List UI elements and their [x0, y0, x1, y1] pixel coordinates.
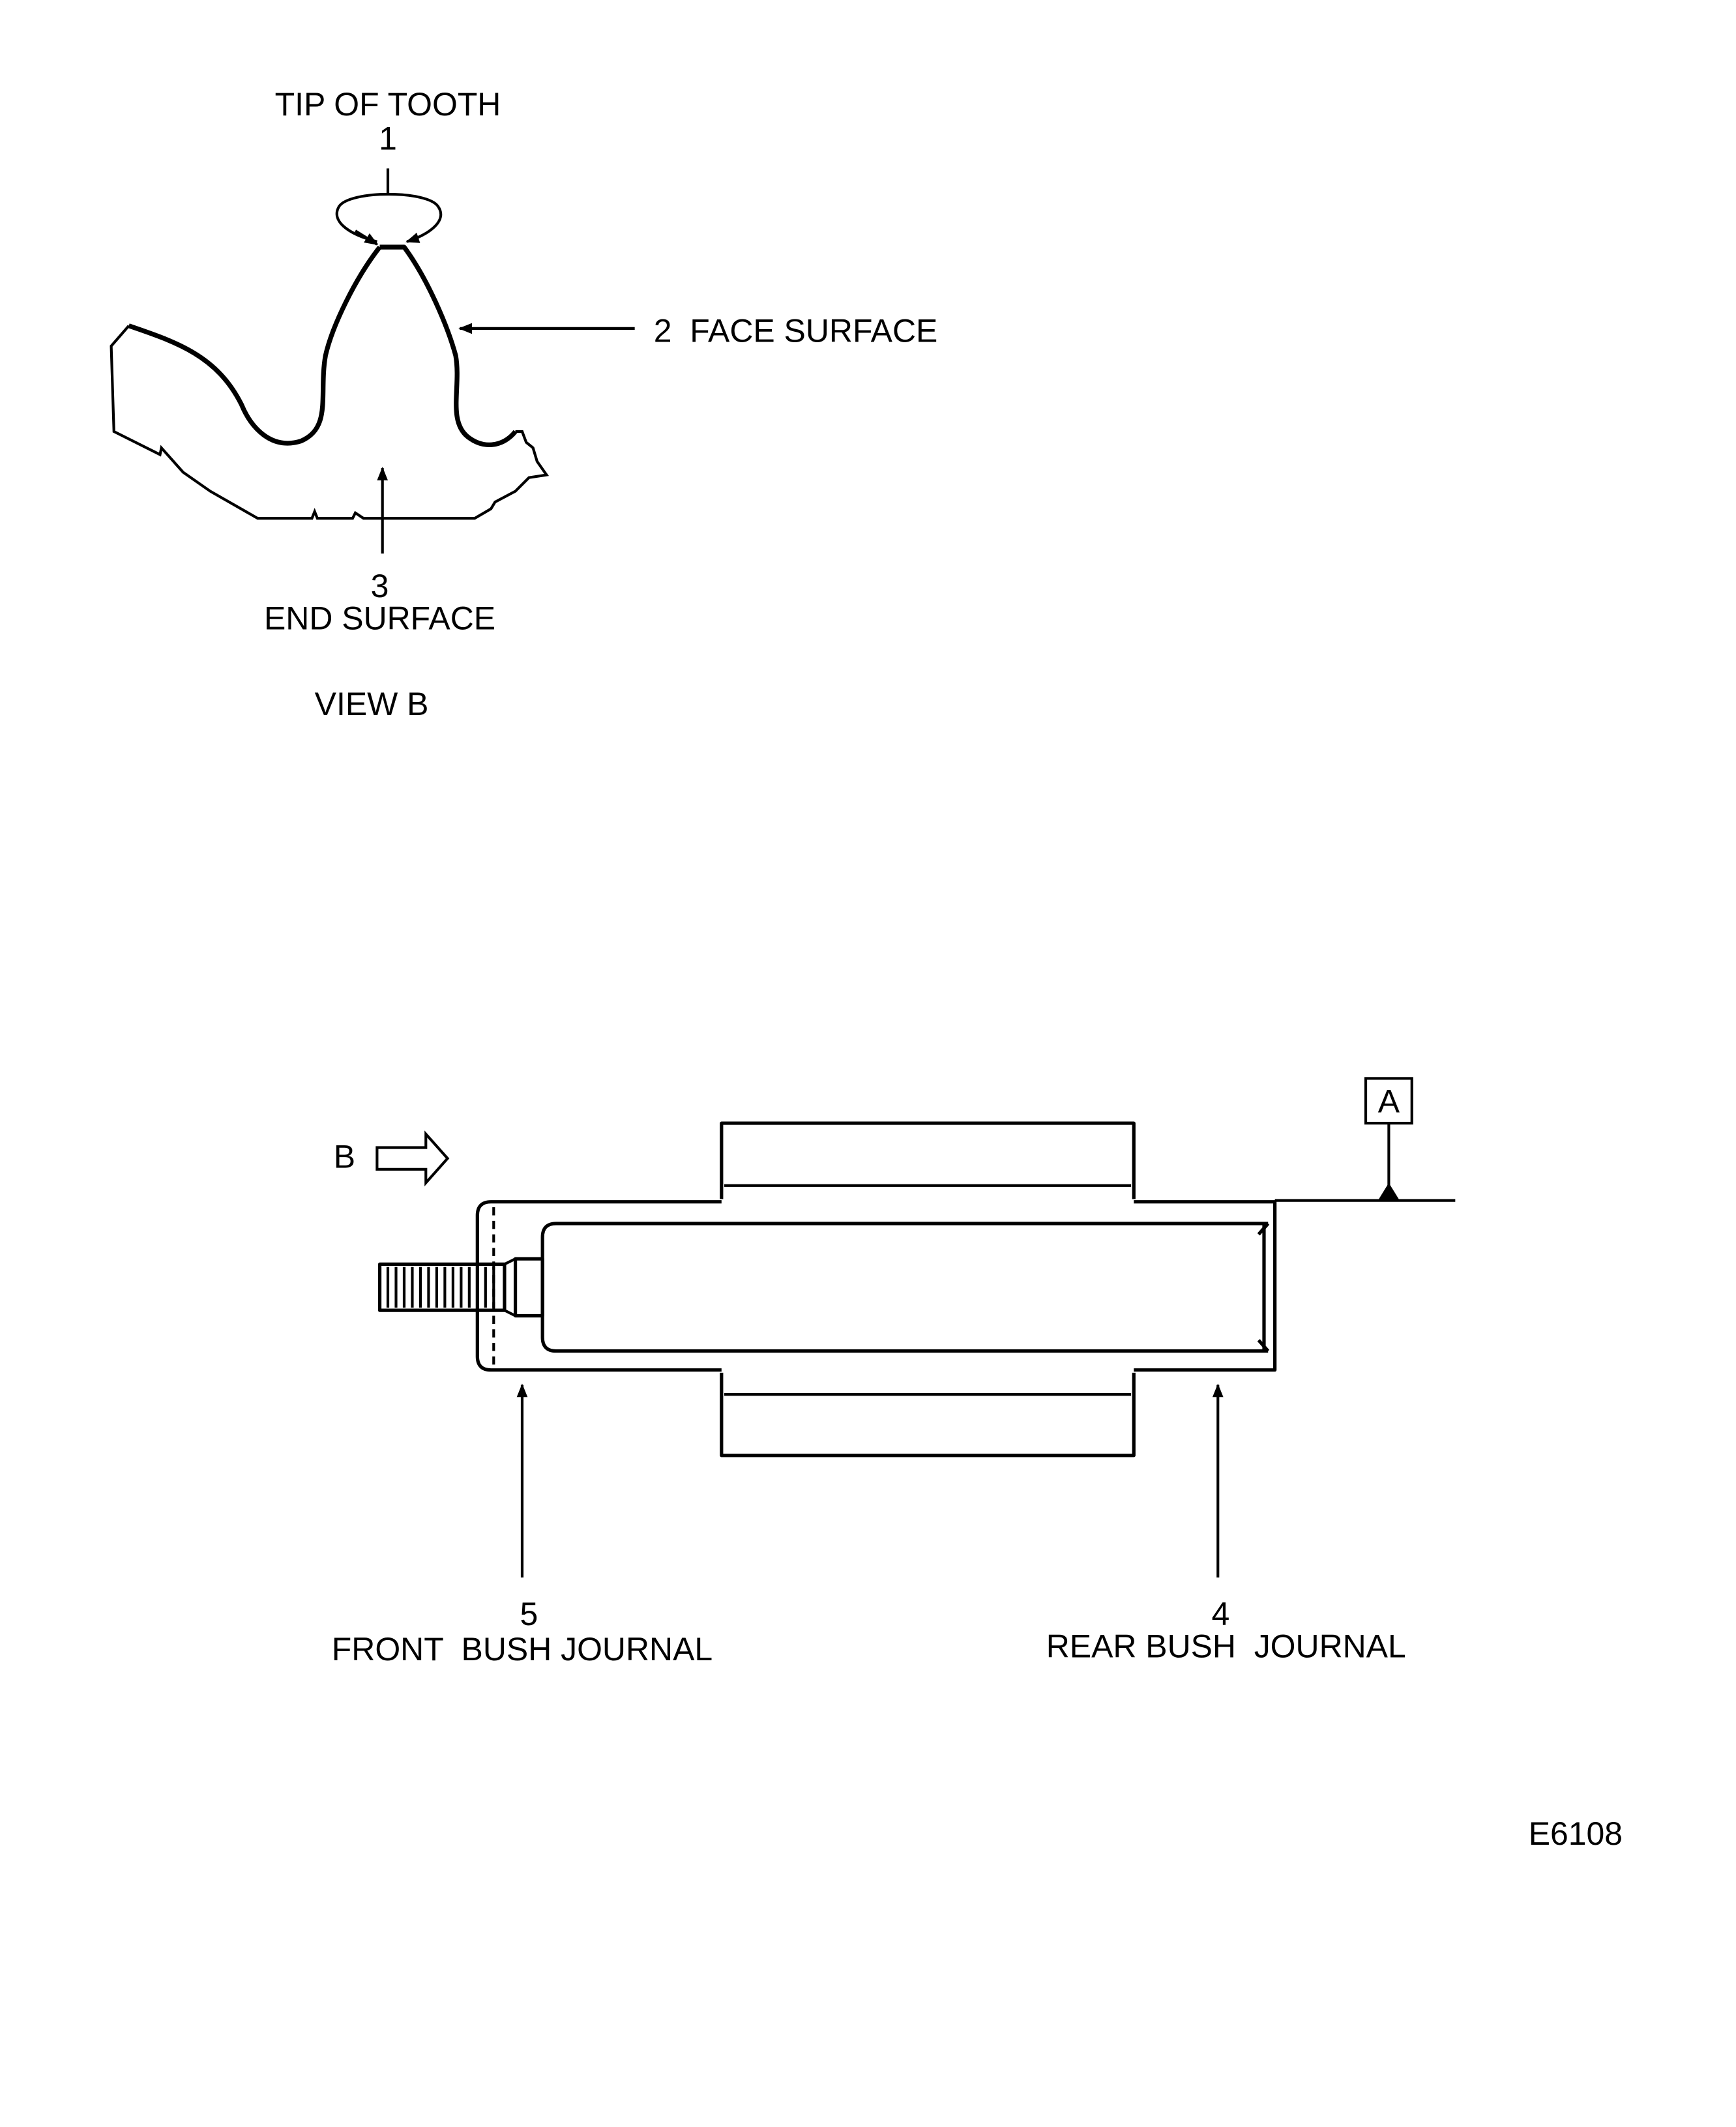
datum-box: [1364, 1077, 1413, 1125]
front-journal-number: 5: [520, 1596, 538, 1632]
face-surface-label: 2 FACE SURFACE: [654, 313, 938, 349]
rear-journal-number: 4: [1212, 1596, 1230, 1632]
gear-lower: [720, 1372, 1136, 1458]
tip-of-tooth-label: TIP OF TOOTH: [275, 86, 501, 123]
rear-journal-label: REAR BUSH JOURNAL: [1046, 1628, 1406, 1665]
view-direction-arrow-icon: [375, 1130, 450, 1187]
tooth-profile: [128, 244, 518, 448]
end-surface-label: END SURFACE: [264, 600, 495, 637]
datum-label: A: [1378, 1083, 1400, 1119]
front-journal-label: FRONT BUSH JOURNAL: [332, 1631, 713, 1667]
shaft-inner: [540, 1222, 1270, 1353]
shaft-collar: [513, 1257, 544, 1318]
view-b-tooth-diagram: TIP OF TOOTH 1 2 FACE SURFACE 3 END SURF…: [110, 86, 938, 722]
end-surface-number: 3: [371, 568, 389, 604]
tip-number: 1: [379, 120, 397, 156]
figure-id: E6108: [1529, 1815, 1623, 1852]
tooth-broken-edge: [110, 325, 550, 520]
view-b-arrow-label: B: [334, 1139, 355, 1175]
tip-rotation-arrow: [335, 168, 443, 246]
shaft-side-view: B A 5 FRONT BUSH JOURNAL 4 REAR BU: [332, 1077, 1456, 1667]
view-b-title: VIEW B: [315, 686, 429, 722]
gear-upper: [720, 1121, 1136, 1199]
shaft-body-outline: [475, 1200, 1277, 1372]
threaded-stud: [377, 1262, 507, 1312]
datum-triangle: [1377, 1182, 1400, 1201]
